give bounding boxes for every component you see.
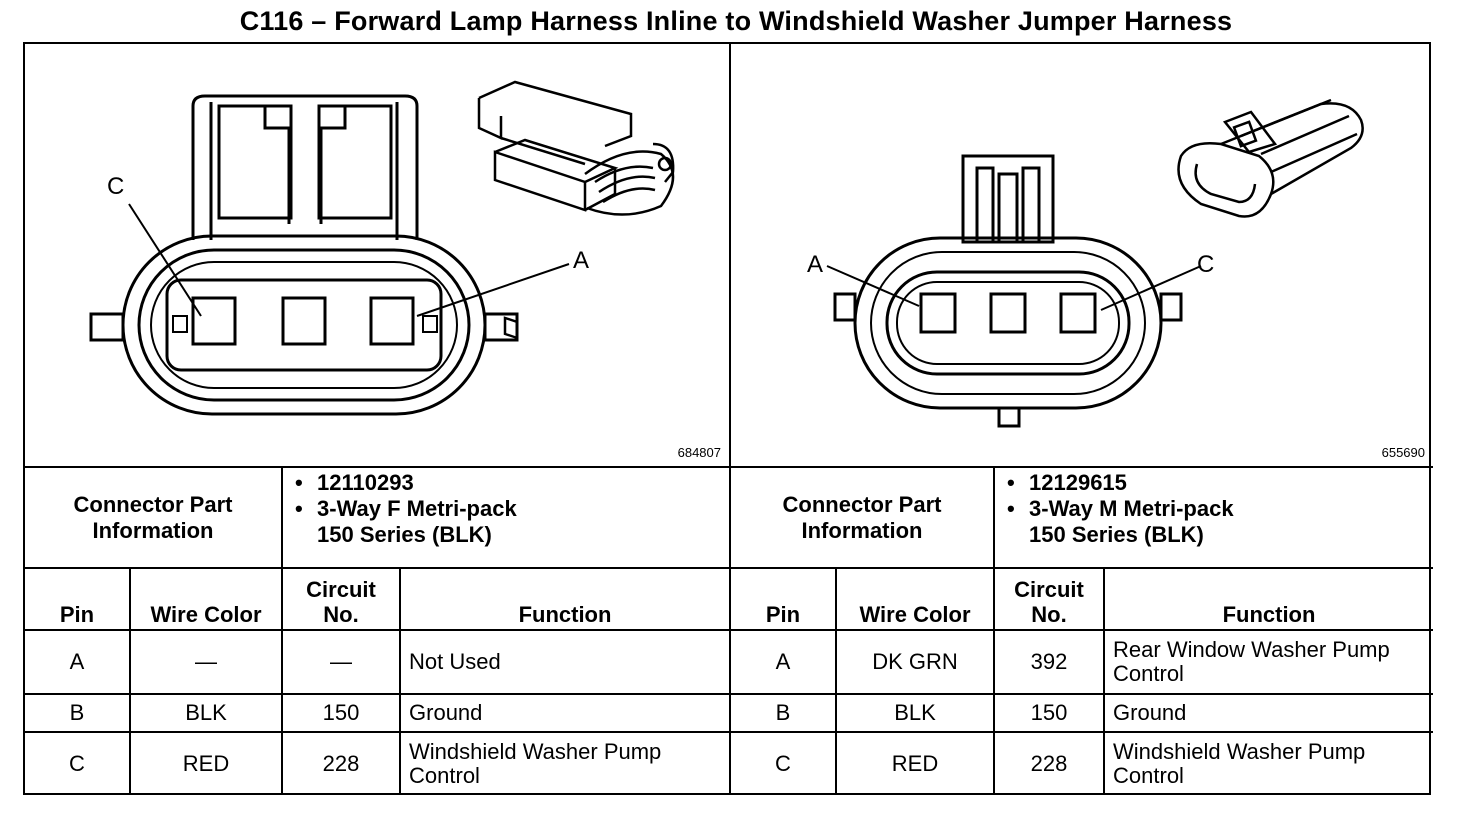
circuit-cell: 392 <box>993 629 1106 695</box>
table-row: B BLK 150 Ground <box>25 693 729 733</box>
connector-sheet: C A 684807 <box>23 42 1433 795</box>
pin-cell: C <box>731 731 837 794</box>
pin-cell: C <box>25 731 131 794</box>
table-row: C RED 228 Windshield Washer Pump Control <box>731 731 1433 794</box>
wire-color-cell: BLK <box>128 693 284 733</box>
part-desc-1: 3-Way F Metri-pack <box>317 496 517 521</box>
header-pin: Pin <box>25 567 131 631</box>
connector-part-info-label: Connector Part Information <box>25 468 284 569</box>
male-connector-3d-sketch <box>1177 98 1364 218</box>
circuit-cell: — <box>281 629 402 695</box>
header-circuit-no: Circuit No. <box>993 567 1106 631</box>
pin-cell: B <box>25 693 131 733</box>
figure-id: 655690 <box>1381 445 1425 460</box>
wire-color-cell: RED <box>834 731 996 794</box>
right-pinout-table: Connector Part Information 12129615 3-Wa… <box>731 468 1433 794</box>
part-desc-2: 150 Series (BLK) <box>1029 522 1204 547</box>
function-cell: Not Used <box>399 629 729 695</box>
pin-cell: A <box>25 629 131 695</box>
function-cell: Ground <box>1103 693 1433 733</box>
table-row: B BLK 150 Ground <box>731 693 1433 733</box>
circuit-cell: 228 <box>281 731 402 794</box>
part-desc-1: 3-Way M Metri-pack <box>1029 496 1234 521</box>
header-function: Function <box>1103 567 1433 631</box>
function-cell: Windshield Washer Pump Control <box>399 731 729 794</box>
figure-id: 684807 <box>677 445 721 460</box>
circuit-cell: 150 <box>281 693 402 733</box>
female-connector-face-diagram: C A <box>89 80 675 416</box>
right-connector-panel: A C 655690 Connector Part Information <box>731 44 1433 794</box>
wire-color-cell: DK GRN <box>834 629 996 695</box>
table-row: A DK GRN 392 Rear Window Washer Pump Con… <box>731 629 1433 695</box>
table-row: A — — Not Used <box>25 629 729 695</box>
left-pinout-table: Connector Part Information 12110293 3-Wa… <box>25 468 729 794</box>
pin-label-a: A <box>807 251 823 278</box>
male-connector-face-diagram: A C <box>807 98 1364 428</box>
circuit-cell: 150 <box>993 693 1106 733</box>
pin-label-a: A <box>573 247 589 274</box>
wire-color-cell: RED <box>128 731 284 794</box>
female-connector-3d-sketch <box>477 80 675 340</box>
function-cell: Ground <box>399 693 729 733</box>
header-pin: Pin <box>731 567 837 631</box>
pin-label-c: C <box>1197 251 1214 278</box>
pin-cell: A <box>731 629 837 695</box>
header-circuit-no: Circuit No. <box>281 567 402 631</box>
header-wire-color: Wire Color <box>128 567 284 631</box>
part-number: 12129615 <box>1007 470 1425 496</box>
table-row: C RED 228 Windshield Washer Pump Control <box>25 731 729 794</box>
function-cell: Rear Window Washer Pump Control <box>1103 629 1433 695</box>
part-desc-2: 150 Series (BLK) <box>317 522 492 547</box>
right-connector-drawing: A C 655690 <box>731 44 1433 468</box>
pin-cell: B <box>731 693 837 733</box>
left-connector-drawing: C A 684807 <box>25 44 729 468</box>
connector-part-info-label: Connector Part Information <box>731 468 996 569</box>
header-wire-color: Wire Color <box>834 567 996 631</box>
circuit-cell: 228 <box>993 731 1106 794</box>
header-function: Function <box>399 567 729 631</box>
wire-color-cell: BLK <box>834 693 996 733</box>
left-connector-panel: C A 684807 <box>25 44 731 794</box>
part-number: 12110293 <box>295 470 721 496</box>
page-title: C116 – Forward Lamp Harness Inline to Wi… <box>239 6 1233 36</box>
wire-color-cell: — <box>128 629 284 695</box>
pin-label-c: C <box>107 173 124 200</box>
function-cell: Windshield Washer Pump Control <box>1103 731 1433 794</box>
